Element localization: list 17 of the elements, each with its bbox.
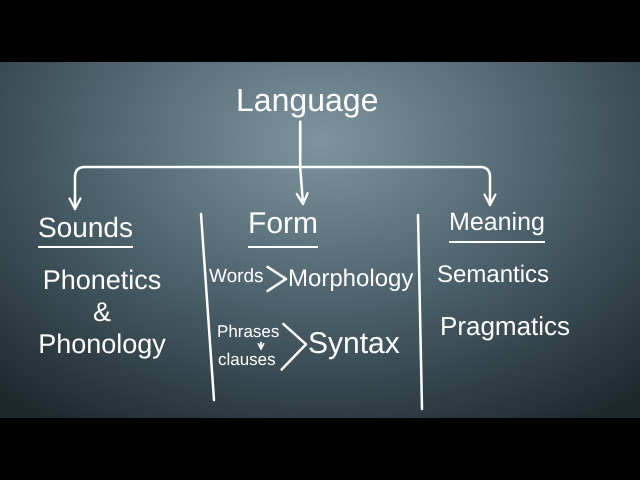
column-heading: Meaning (449, 208, 545, 243)
term-text: Pragmatics (440, 312, 570, 342)
column-heading: Sounds (38, 212, 133, 248)
chevron-line (282, 322, 308, 346)
term-text: Syntax (308, 327, 400, 362)
arrow (258, 342, 264, 350)
branch-arrow (298, 120, 497, 206)
term-text: Phonetics & Phonology (37, 264, 167, 360)
chevron-line (280, 343, 308, 371)
topic-text: Language (236, 82, 378, 119)
term-text: clauses (218, 350, 276, 370)
term-text: Morphology (288, 265, 414, 293)
term-text: Words (209, 266, 264, 288)
term-text: Phrases (217, 322, 280, 342)
column-heading: Form (248, 207, 318, 248)
term-text: Semantics (437, 261, 550, 289)
chevron-mark (266, 266, 288, 292)
